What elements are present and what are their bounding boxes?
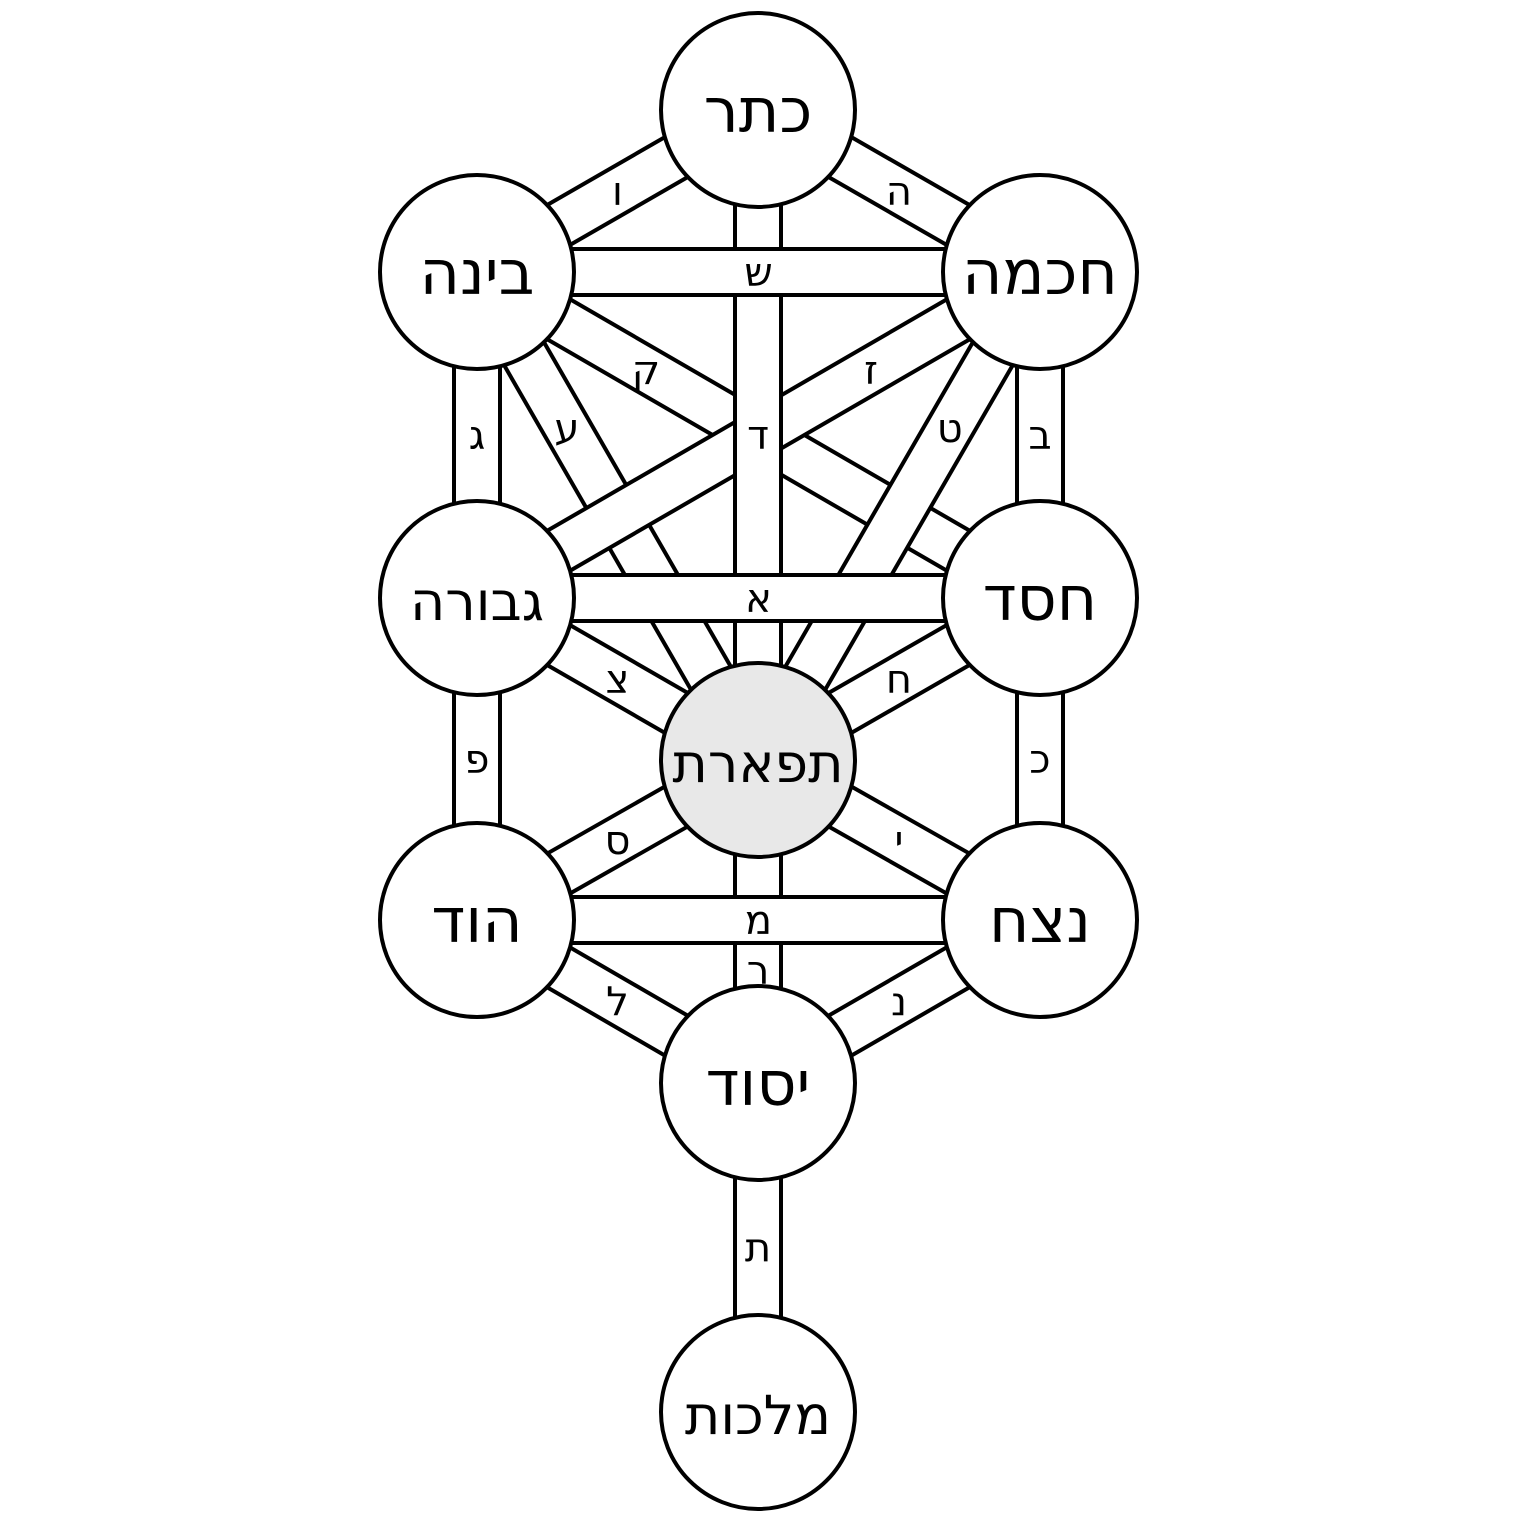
path-letter: ב [1028,413,1051,459]
path-letter: ה [886,169,912,215]
path-letter: ל [606,980,629,1026]
sefirah-label: בינה [419,236,534,309]
sefirah-label: חסד [983,562,1098,635]
sefirah-label: הוד [431,884,522,957]
sefirah-netzach: נצח [941,821,1139,1019]
path-letter: ק [632,348,660,394]
path-band [477,575,1040,621]
sefirah-circle [941,821,1139,1019]
sefirah-gevurah: גבורה [378,499,576,697]
sefirah-label: יסוד [706,1047,811,1120]
path-letter: ו [612,169,623,215]
sefirah-yesod: יסוד [659,984,857,1182]
sefirah-label: גבורה [410,570,544,633]
sefirah-label: כתר [704,74,813,147]
path-letter: א [745,576,772,622]
path-letter: ד [747,413,769,459]
sefirah-binah: בינה [378,173,576,371]
path-letter: פ [465,737,490,783]
path-letter: ח [886,657,912,703]
sefirah-circle [941,173,1139,371]
sefirah-circle [659,1313,857,1511]
path-letter: ג [469,413,485,459]
sefirah-hod: הוד [378,821,576,1019]
path-letter: ת [745,1226,771,1272]
sefirah-label: תפארת [672,732,843,795]
sefirah-circle [378,499,576,697]
sefirah-circle [659,661,857,859]
sefirah-malkhut: מלכות [659,1313,857,1511]
path-letter: כ [1029,737,1050,783]
path-letter: ר [747,948,770,994]
sefirah-circle [378,173,576,371]
path-letter: צ [606,657,630,703]
path-band [738,260,1060,772]
path-band [477,897,1040,943]
path-band [477,249,1040,295]
sefirah-tiferet: תפארת [659,661,857,859]
path-letter: ש [744,250,772,296]
sefirah-label: נצח [989,884,1091,957]
path-letter: י [895,818,904,864]
sefirah-chesed: חסד [941,499,1139,697]
sefirah-label: מלכות [685,1384,831,1447]
sefirah-circle [378,821,576,1019]
sefirah-keter: כתר [659,11,857,209]
sefirah-circle [659,984,857,1182]
sefirah-label: חכמה [962,236,1118,309]
path-letter: ס [605,818,631,864]
path-letter: ז [864,348,878,394]
sefirah-circle [659,11,857,209]
sefirah-chokhmah: חכמה [941,173,1139,371]
path-letter: נ [891,980,907,1026]
path-letter: ט [937,406,963,452]
sefirah-circle [941,499,1139,697]
paths-layer: ו ה ק ע ט ז צ ח ס י ל נ ג ב פ כ ד ר ת ש א מ [452,88,1065,1412]
path-letter: ע [554,406,579,452]
path-letter: מ [745,898,772,944]
